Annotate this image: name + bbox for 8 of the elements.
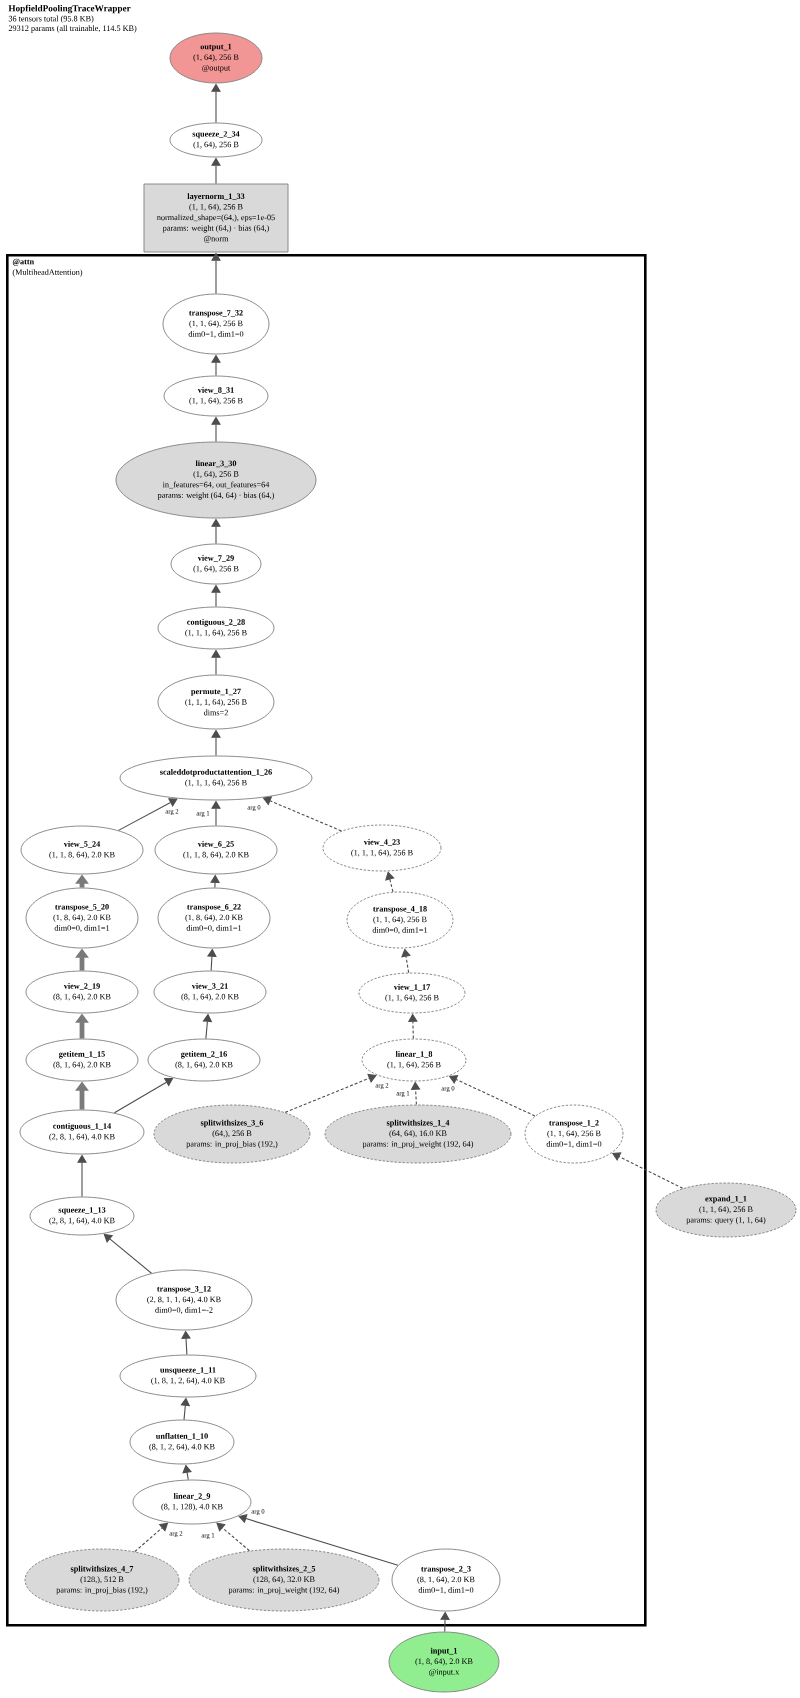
- arrow: [385, 871, 395, 893]
- arrow: [284, 1073, 377, 1113]
- arrow: [118, 798, 178, 831]
- arrow: [182, 1464, 192, 1481]
- arrow: [401, 948, 411, 974]
- arrow: [103, 1233, 152, 1274]
- arrow: [113, 1078, 174, 1114]
- arrow: [216, 1522, 250, 1552]
